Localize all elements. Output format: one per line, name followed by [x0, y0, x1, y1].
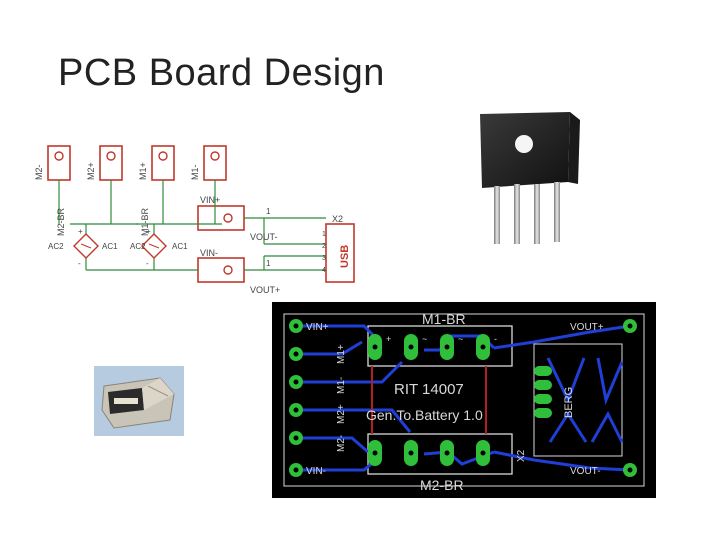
vin-plus-label: VIN+ [200, 195, 220, 205]
pad-m1-plus-frame [151, 145, 175, 181]
pad-m1-minus-frame [203, 145, 227, 181]
bridge-symbol-right [141, 233, 167, 259]
vin-minus-frame [197, 257, 245, 283]
usb-type-label: USB [339, 245, 351, 268]
pcb-side-label-m2-plus: M2+ [336, 404, 347, 424]
pcb-brand-label: BERG [563, 387, 575, 418]
pin-one-upper: 1 [266, 207, 271, 216]
pcb-symbol-4: - [494, 334, 497, 344]
mounting-hole [515, 135, 533, 153]
pad-m2-plus-hole [106, 151, 116, 161]
vin-minus-hole [223, 265, 233, 275]
vin-plus-frame [197, 205, 245, 231]
pcb-vin-plus: VIN+ [306, 322, 329, 333]
bridge-left-ac1: AC1 [102, 242, 118, 251]
vin-plus-hole [223, 213, 233, 223]
rectifier-leads [494, 182, 560, 244]
usb-pin-4: 4 [322, 267, 326, 274]
bridge-label-right: M1-BR [140, 207, 150, 236]
pcb-red-outline [371, 366, 487, 434]
pcb-vin-minus: VIN- [306, 466, 326, 477]
bridge-right-minus: - [146, 259, 149, 268]
pad-m1-minus-hole [210, 151, 220, 161]
pad-m2-minus-hole [54, 151, 64, 161]
bridge-symbol-left [73, 233, 99, 259]
vin-minus-label: VIN- [200, 248, 218, 258]
pad-m1-plus-hole [158, 151, 168, 161]
bridge-right-ac2: AC2 [130, 242, 146, 251]
pad-label-m1-plus: M1+ [138, 162, 148, 180]
slide-title: PCB Board Design [58, 52, 385, 94]
pad-label-m1-minus: M1- [190, 164, 200, 180]
connector-label: X2 [332, 214, 343, 224]
bridge-label-left: M2-BR [56, 207, 66, 236]
usb-port-tongue [114, 398, 138, 404]
pcb-top-label: M1-BR [422, 311, 466, 327]
bridge-left-ac2: AC2 [48, 242, 64, 251]
pcb-connector-label: X2 [516, 449, 527, 462]
pad-m2-minus-frame [47, 145, 71, 181]
pcb-title: RIT 14007 [394, 381, 464, 398]
pcb-symbol-1: + [386, 334, 391, 344]
usb-pin-1: 1 [322, 231, 326, 238]
usb-connector-frame [325, 223, 355, 283]
usb-jack-photo [94, 366, 184, 436]
schematic-diagram: M2- M2+ M1+ M1- M2-BR M1-BR AC2 AC1 AC2 … [34, 145, 355, 295]
bridge-right-ac1: AC1 [172, 242, 188, 251]
pcb-side-label-m2-minus: M2- [336, 435, 347, 452]
pcb-subtitle: Gen.To.Battery 1.0 [366, 407, 483, 423]
vout-plus-label: VOUT+ [250, 285, 280, 295]
bridge-left-minus: - [78, 259, 81, 268]
pcb-board-outline [283, 313, 645, 487]
usb-pin-2: 2 [322, 243, 326, 250]
pcb-layout-render: M1-BR M2-BR RIT 14007 Gen.To.Battery 1.0… [272, 302, 656, 498]
pad-label-m2-plus: M2+ [86, 162, 96, 180]
vout-minus-label: VOUT- [250, 232, 278, 242]
pad-label-m2-minus: M2- [34, 164, 44, 180]
bridge-left-plus: + [78, 227, 83, 236]
bridge-right-plus: + [146, 227, 151, 236]
pcb-vout-plus: VOUT+ [570, 322, 604, 333]
bridge-rectifier-photo [480, 112, 580, 244]
pcb-symbol-3: ~ [458, 334, 463, 344]
pad-m2-plus-frame [99, 145, 123, 181]
pcb-vout-minus: VOUT- [570, 466, 601, 477]
pcb-symbol-2: ~ [422, 334, 427, 344]
pin-one-lower: 1 [266, 259, 271, 268]
pcb-bottom-label: M2-BR [420, 477, 464, 493]
pcb-side-label-m1-minus: M1- [336, 377, 347, 394]
usb-pin-3: 3 [322, 255, 326, 262]
pcb-side-label-m1-plus: M1+ [336, 344, 347, 364]
